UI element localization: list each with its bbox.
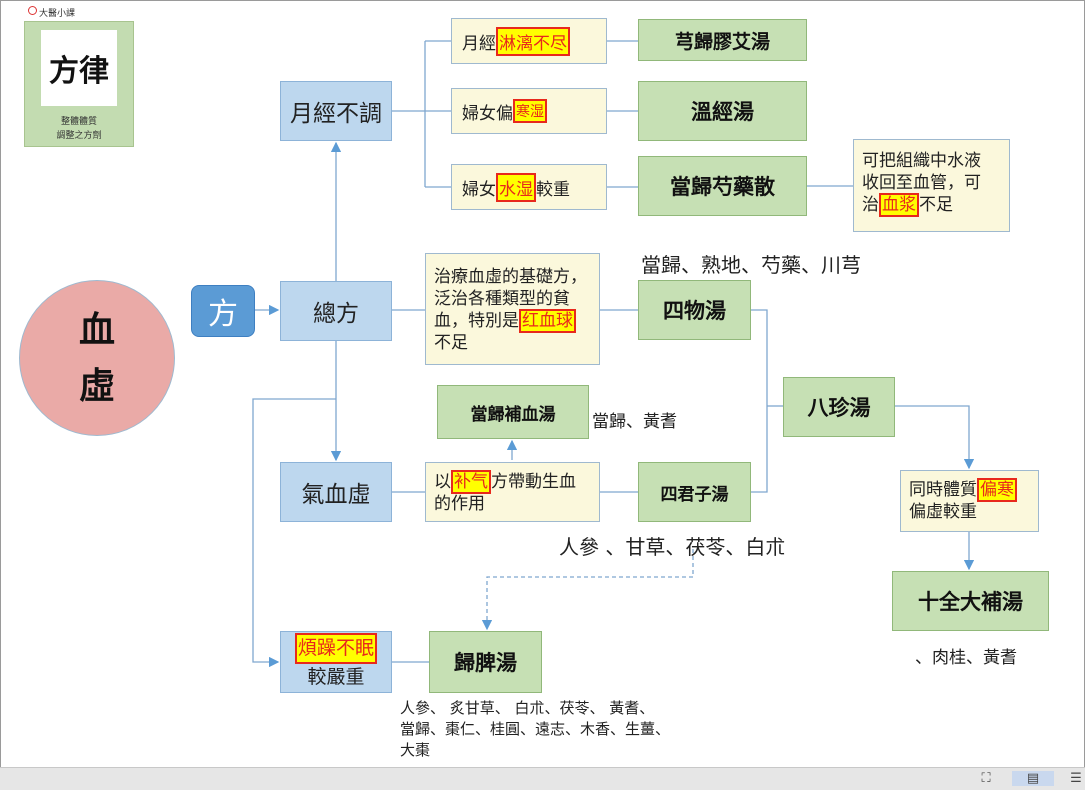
category-general: 總方 <box>280 281 392 341</box>
logo-subtitle-2: 調整之方劑 <box>56 131 102 141</box>
condition-dripping: 月經淋漓不尽 <box>451 18 607 64</box>
condition-water-damp: 婦女水湿較重 <box>451 164 607 210</box>
logo-calligraphy: 方律 <box>41 30 117 106</box>
root-node-blood-deficiency: 血 虛 <box>19 280 175 436</box>
severe-label: 較嚴重 <box>307 666 365 688</box>
formula-shiquan: 十全大補湯 <box>892 571 1049 631</box>
highlight-insomnia: 煩躁不眠 <box>294 633 377 664</box>
diagram-canvas: 大醫小課 方律 整體體質 調整之方劑 血 虛 方 月經不調 總方 氣血虛 煩躁不… <box>0 0 1085 768</box>
highlight-red-blood-cells: 红血球 <box>519 309 576 333</box>
fit-page-icon[interactable]: ⛶ <box>981 771 991 786</box>
root-line-1: 血 <box>78 309 115 351</box>
note-qi-tonify: 以补气方帶動生血 的作用 <box>425 462 600 522</box>
category-menstrual: 月經不調 <box>280 81 392 141</box>
note-tissue-post: 不足 <box>919 195 953 215</box>
note-basic-line-2: 泛治各種類型的貧 <box>434 289 570 309</box>
root-line-2: 虛 <box>78 365 115 407</box>
note-tissue-fluid: 可把組織中水液 收回至血管，可 治血浆不足 <box>853 139 1010 232</box>
highlight-cold-constitution: 偏寒 <box>977 478 1017 502</box>
highlight-tonify-qi: 补气 <box>451 470 491 494</box>
note-basic-line-4: 不足 <box>434 333 468 353</box>
note-cold-constitution: 同時體質偏寒 偏虛較重 <box>900 470 1039 532</box>
condition-cold-text: 婦女偏 <box>462 103 513 124</box>
highlight-water-damp: 水湿 <box>496 172 536 202</box>
note-cold-pre: 同時體質 <box>909 480 977 500</box>
formula-dangguibuxue: 當歸補血湯 <box>437 385 589 439</box>
note-cold-line-2: 偏虛較重 <box>909 502 977 522</box>
formula-siwu: 四物湯 <box>638 280 751 340</box>
ingredients-guipi-line-1: 人參、 炙甘草、 白朮、茯苓、 黃耆、 <box>400 699 655 717</box>
category-qi-blood: 氣血虛 <box>280 462 392 522</box>
logo-subtitle-1: 整體體質 <box>60 117 97 127</box>
logo: 方律 整體體質 調整之方劑 <box>24 21 134 147</box>
highlight-dripping: 淋漓不尽 <box>496 26 570 56</box>
note-tissue-line-1: 可把組織中水液 <box>862 151 981 171</box>
ingredients-sijunzi: 人參 、甘草、茯苓、白朮 <box>559 535 786 559</box>
condition-cold-damp: 婦女偏寒湿 <box>451 88 607 134</box>
ingredients-dangguibuxue: 當歸、黃耆 <box>592 412 677 432</box>
connector-lines <box>252 40 975 668</box>
formula-dangguishaoyao: 當歸芍藥散 <box>638 156 807 216</box>
formula-wenjing: 溫經湯 <box>638 81 807 141</box>
note-bu-line-2: 的作用 <box>434 494 485 514</box>
formula-xiongguijiaoai: 芎歸膠艾湯 <box>638 19 807 61</box>
condition-damp-suffix: 較重 <box>536 179 570 200</box>
condition-dripping-text: 月經 <box>462 33 496 54</box>
formula-sijunzi: 四君子湯 <box>638 462 751 522</box>
viewer-toolbar: ⛶ ▤ ☰ <box>0 767 1085 790</box>
brand-icon <box>28 6 37 15</box>
highlight-cold-damp: 寒湿 <box>513 99 547 123</box>
single-page-icon[interactable]: ▤ <box>1012 771 1054 786</box>
formula-guipi: 歸脾湯 <box>429 631 542 693</box>
category-severe: 煩躁不眠 較嚴重 <box>280 631 392 693</box>
highlight-plasma: 血浆 <box>879 193 919 217</box>
note-bu-post: 方帶動生血 <box>491 472 576 492</box>
ingredients-shiquan: 、肉桂、黃耆 <box>915 648 1017 668</box>
ingredients-siwu: 當歸、熟地、芍藥、川芎 <box>641 253 861 277</box>
note-tissue-pre: 治 <box>862 195 879 215</box>
note-bu-pre: 以 <box>434 472 451 492</box>
note-basic-line-1: 治療血虛的基礎方， <box>434 267 587 287</box>
note-basic-formula: 治療血虛的基礎方， 泛治各種類型的貧 血，特別是红血球 不足 <box>425 253 600 365</box>
note-tissue-line-2: 收回至血管，可 <box>862 173 981 193</box>
note-basic-line-3: 血，特別是 <box>434 311 519 331</box>
brand-label: 大醫小課 <box>39 9 76 19</box>
scroll-view-icon[interactable]: ☰ <box>1070 771 1082 786</box>
ingredients-guipi-line-2: 當歸、棗仁、桂圓、遠志、木香、生薑、 <box>400 720 671 738</box>
ingredients-guipi-line-3: 大棗 <box>400 741 431 759</box>
method-node: 方 <box>191 285 255 337</box>
formula-bazhen: 八珍湯 <box>783 377 895 437</box>
condition-damp-text: 婦女 <box>462 179 496 200</box>
